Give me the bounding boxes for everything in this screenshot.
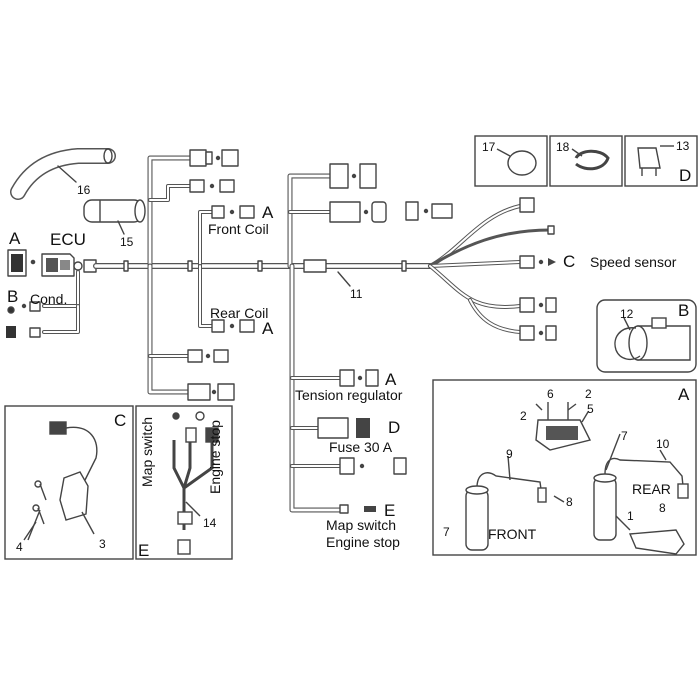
speed-sensor-label: Speed sensor — [590, 254, 677, 270]
ecu-connector — [41, 253, 97, 277]
hose-part-16 — [10, 148, 116, 200]
part-14-label: 14 — [203, 516, 217, 530]
part-5-label: 5 — [587, 402, 594, 416]
part-10-label: 10 — [656, 437, 670, 451]
letter-a-front-coil: A — [262, 203, 274, 222]
letter-c-panel: C — [114, 411, 127, 430]
letter-b-panel: B — [678, 301, 690, 320]
part-2-label-left: 2 — [520, 409, 527, 423]
ecu-connector-a — [7, 249, 36, 277]
map-switch-label: Map switch — [326, 517, 397, 533]
tension-regulator-label: Tension regulator — [295, 387, 403, 403]
map-switch-vertical-label: Map switch — [139, 416, 155, 487]
fuse-label: Fuse 30 A — [329, 439, 393, 455]
part-11-label: 11 — [350, 287, 363, 301]
part-2-label-right: 2 — [585, 387, 592, 401]
part-1-label: 1 — [627, 509, 634, 523]
cond-label: Cond. — [30, 291, 68, 307]
letter-a-rear-coil: A — [262, 319, 274, 338]
letter-c-speed-sensor: C — [563, 252, 576, 271]
letter-e-map-switch: E — [384, 501, 396, 520]
part-17-label: 17 — [482, 140, 496, 154]
part-7-label-rear: 7 — [621, 429, 628, 443]
ecu-label: ECU — [50, 230, 86, 249]
part-12-label: 12 — [620, 307, 634, 321]
part-9-label: 9 — [506, 447, 513, 461]
letter-d-relay-panel: D — [679, 166, 692, 185]
letter-a-tension-regulator: A — [385, 370, 397, 389]
front-label: FRONT — [488, 526, 537, 542]
part-7-label-front: 7 — [443, 525, 450, 539]
part-3-label: 3 — [99, 537, 106, 551]
letter-d-fuse: D — [388, 418, 401, 437]
part-8-label-front: 8 — [566, 495, 573, 509]
rear-label: REAR — [632, 481, 671, 497]
part-16-label: 16 — [77, 183, 91, 197]
part-8-label-rear: 8 — [659, 501, 666, 515]
letter-a-ignition-panel: A — [678, 385, 690, 404]
letter-b-cond: B — [7, 287, 19, 306]
part-6-label: 6 — [547, 387, 554, 401]
part-4-label: 4 — [16, 540, 23, 554]
part-13-label: 13 — [676, 139, 690, 153]
engine-stop-vertical-label: Engine stop — [207, 420, 223, 494]
letter-e-panel: E — [138, 541, 150, 560]
part-18-label: 18 — [556, 140, 570, 154]
main-harness-part-11 — [93, 259, 433, 273]
sleeve-part-15 — [83, 199, 146, 223]
part-15-label: 15 — [120, 235, 134, 249]
letter-a-ecu: A — [9, 229, 21, 248]
rear-coil-label: Rear Coil — [210, 305, 269, 321]
front-coil-label: Front Coil — [208, 221, 269, 237]
engine-stop-label: Engine stop — [326, 534, 400, 550]
